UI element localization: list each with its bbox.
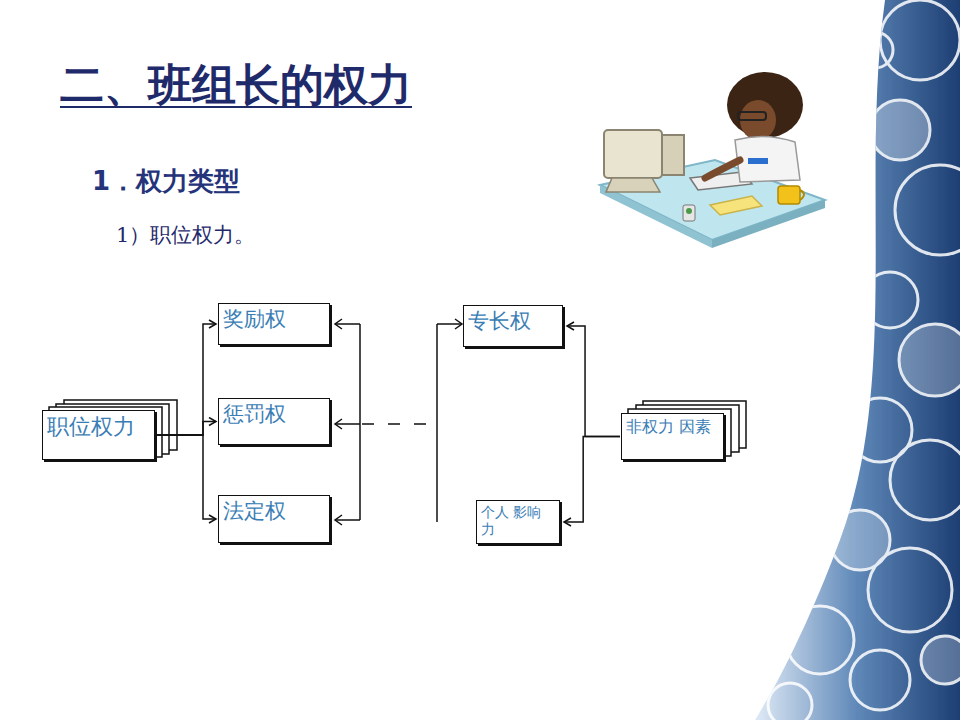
box-label: 法定权 xyxy=(223,499,325,524)
illustration xyxy=(600,72,825,248)
connector-arrow xyxy=(567,326,620,437)
subsection-heading: 1）职位权力。 xyxy=(116,221,255,249)
section-heading: 1．权力类型 xyxy=(92,164,240,199)
power-box: 专长权 xyxy=(463,305,563,347)
power-box: 奖励权 xyxy=(218,303,330,345)
connector-arrow xyxy=(156,422,216,436)
connector-arrow xyxy=(564,437,620,523)
box-label: 个人 影响 力 xyxy=(481,504,555,538)
box-label: 非权力 因素 xyxy=(626,417,719,436)
power-box: 职位权力 xyxy=(42,410,155,460)
power-box: 惩罚权 xyxy=(218,398,330,445)
box-label: 惩罚权 xyxy=(223,402,325,427)
power-box: 法定权 xyxy=(218,495,330,543)
power-box: 非权力 因素 xyxy=(621,413,724,460)
connector-arrow xyxy=(156,435,216,519)
bracket xyxy=(335,319,462,525)
box-label: 专长权 xyxy=(468,309,558,334)
box-label: 奖励权 xyxy=(223,307,325,332)
power-box: 个人 影响 力 xyxy=(476,500,560,544)
slide-title: 二、班组长的权力 xyxy=(60,56,412,115)
connector-arrow xyxy=(156,324,216,435)
box-label: 职位权力 xyxy=(47,414,150,440)
